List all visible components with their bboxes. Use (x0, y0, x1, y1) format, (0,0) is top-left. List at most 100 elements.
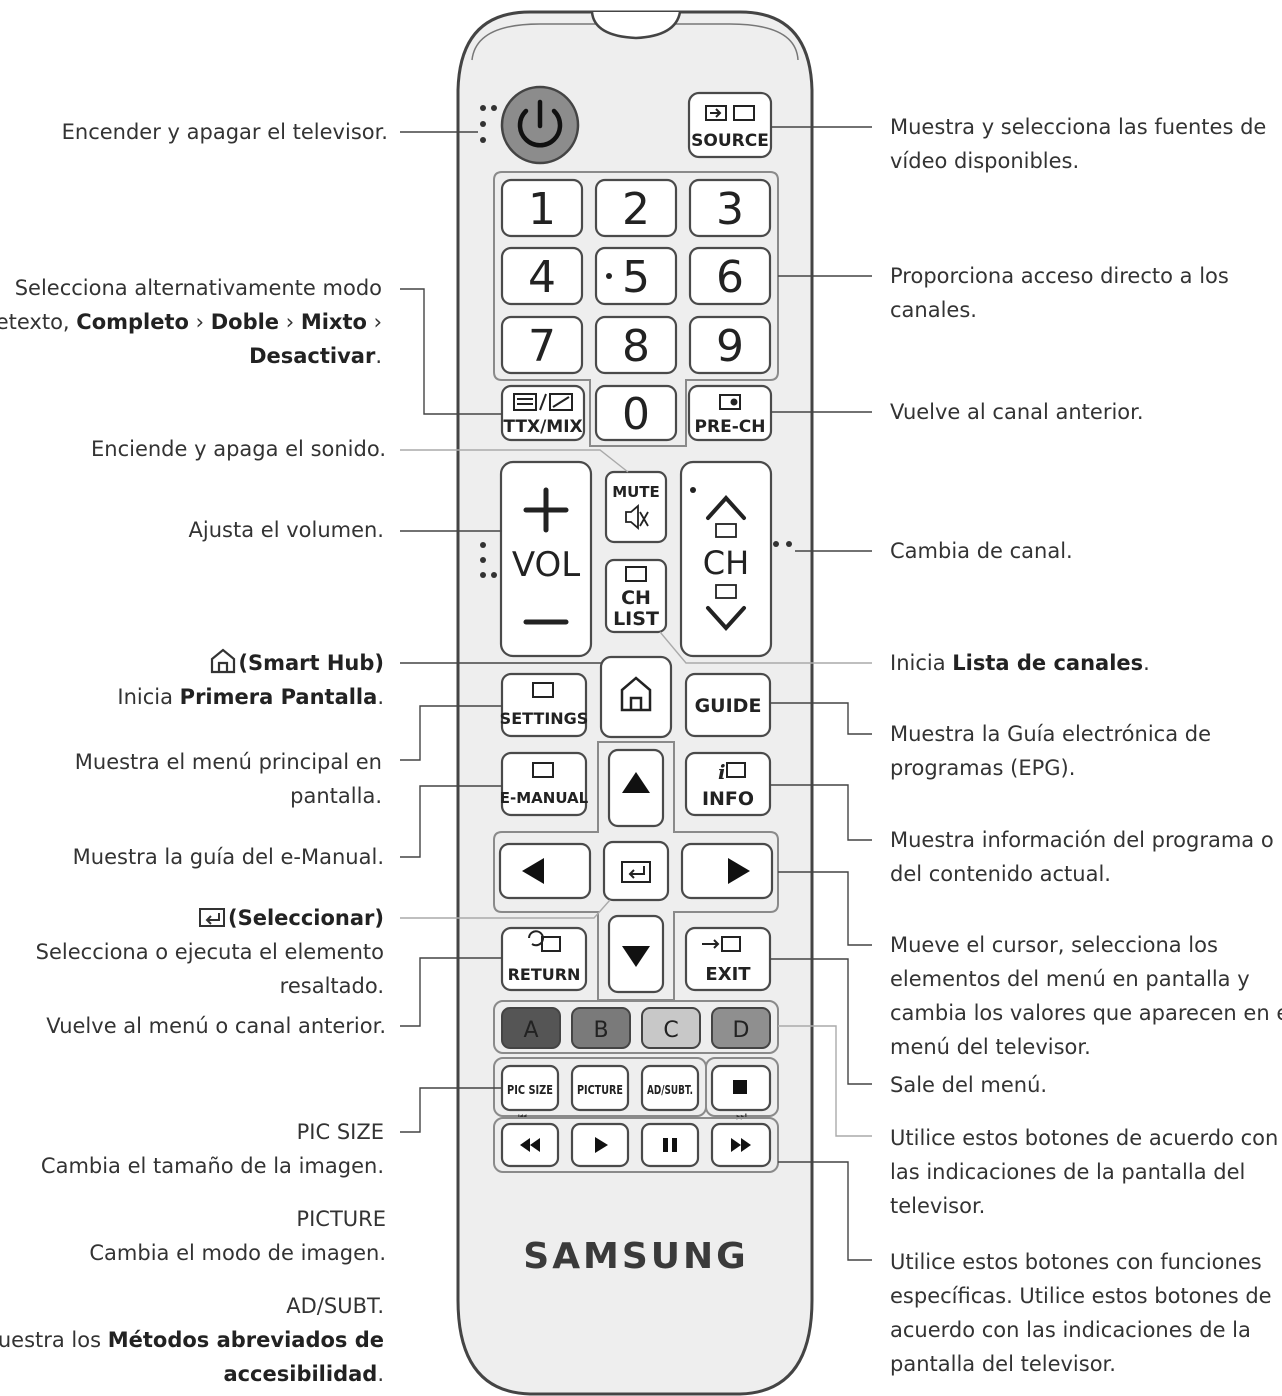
home-button[interactable] (599, 655, 673, 739)
number-8-button[interactable]: 8 (594, 315, 678, 375)
right-button[interactable] (680, 842, 774, 900)
mute-icon (625, 504, 649, 530)
play-button[interactable] (570, 1122, 630, 1168)
e-manual-button[interactable]: E-MANUAL (500, 751, 589, 817)
exit-icon (702, 936, 741, 952)
pic-size-button[interactable]: PIC SIZE (500, 1064, 560, 1112)
power-icon (517, 99, 563, 148)
ttx-mix-button[interactable]: TTX/MIX (500, 384, 586, 442)
ad-subt-button[interactable]: AD/SUBT. (640, 1064, 700, 1112)
label-settings: Muestra el menú principal en pantalla. (74, 750, 382, 808)
color-button-d[interactable]: D (711, 1007, 771, 1049)
number-4-button[interactable]: 4 (500, 246, 584, 306)
fast-forward-icon (731, 1138, 751, 1152)
left-button[interactable] (498, 842, 592, 900)
source-label: SOURCE (691, 131, 769, 151)
up-button[interactable] (607, 748, 665, 828)
label-media-buttons: Utilice estos botones con funciones espe… (890, 1250, 1272, 1376)
number-1-button[interactable]: 1 (500, 178, 584, 238)
play-icon (595, 1137, 608, 1153)
number-0-button[interactable]: 0 (594, 384, 678, 442)
e-manual-label: E-MANUAL (500, 789, 589, 807)
pre-ch-label: PRE-CH (695, 417, 766, 437)
pre-ch-button[interactable]: PRE-CH (687, 384, 773, 442)
stop-button[interactable] (710, 1064, 772, 1112)
channel-label: CH (703, 544, 749, 582)
channel-down-icon (706, 606, 746, 631)
stop-icon (733, 1080, 747, 1094)
number-3-label: 3 (716, 184, 744, 235)
return-button[interactable]: RETURN (500, 926, 588, 992)
channel-up-icon (706, 495, 746, 520)
label-guide: Muestra la Guía electrónica de programas… (890, 722, 1211, 780)
home-icon (211, 648, 236, 674)
select-button[interactable] (602, 840, 670, 902)
down-button[interactable] (607, 914, 665, 994)
exit-label: EXIT (705, 964, 751, 985)
info-label: INFO (702, 788, 754, 810)
leader-lines (400, 126, 872, 1261)
settings-label: SETTINGS (500, 709, 589, 728)
return-label: RETURN (508, 965, 581, 984)
number-pad-group (493, 171, 779, 447)
label-pre-ch: Vuelve al canal anterior. (890, 400, 1144, 424)
ch-list-button[interactable]: CH LIST (604, 558, 668, 634)
pause-button[interactable] (640, 1122, 700, 1168)
number-2-label: 2 (622, 184, 650, 235)
number-5-label: 5 (622, 252, 650, 303)
channel-rocker[interactable]: CH (679, 460, 773, 658)
color-button-b[interactable]: B (571, 1007, 631, 1049)
arrow-down-icon (622, 946, 650, 967)
mute-button[interactable]: MUTE (604, 470, 668, 544)
pause-icon (663, 1138, 677, 1152)
volume-label: VOL (512, 545, 580, 585)
source-button[interactable]: SOURCE (687, 91, 773, 159)
number-7-button[interactable]: 7 (500, 315, 584, 375)
color-button-a[interactable]: A (501, 1007, 561, 1049)
braille-dots-ch (773, 541, 792, 547)
arrow-up-icon (622, 772, 650, 793)
number-6-button[interactable]: 6 (688, 246, 772, 306)
number-2-button[interactable]: 2 (594, 178, 678, 238)
picture-label: PICTURE (577, 1083, 623, 1097)
settings-icon (532, 682, 554, 698)
exit-button[interactable]: EXIT (684, 926, 772, 992)
label-select: (Seleccionar) Selecciona o ejecuta el el… (35, 906, 384, 998)
label-mute: Enciende y apaga el sonido. (90, 437, 386, 461)
source-icon (705, 105, 755, 121)
label-return: Vuelve al menú o canal anterior. (46, 1014, 386, 1038)
color-button-c[interactable]: C (641, 1007, 701, 1049)
power-button[interactable] (500, 85, 580, 165)
volume-rocker[interactable]: VOL (499, 460, 593, 658)
brand-logo: SAMSUNG (523, 1236, 748, 1277)
ir-window (590, 11, 682, 40)
rewind-button[interactable] (500, 1122, 560, 1168)
picture-button[interactable]: PICTURE (570, 1064, 630, 1112)
fast-forward-button[interactable] (710, 1122, 772, 1168)
guide-button[interactable]: GUIDE (684, 672, 772, 738)
color-buttons-group (493, 1000, 779, 1054)
rewind-icon (520, 1138, 540, 1152)
pic-size-label: PIC SIZE (507, 1083, 553, 1097)
label-ch-list: Inicia Lista de canales. (890, 651, 1150, 675)
svg-text:⏭: ⏭ (736, 1109, 747, 1123)
select-icon (621, 861, 651, 883)
number-5-button[interactable]: 5 (594, 246, 678, 306)
color-button-c-label: C (663, 1018, 678, 1043)
label-ad-subt: AD/SUBT. Muestra los Métodos abreviados … (0, 1294, 384, 1386)
arrow-right-icon (728, 858, 750, 884)
number-3-button[interactable]: 3 (688, 178, 772, 238)
settings-button[interactable]: SETTINGS (500, 672, 589, 738)
ttx-mix-label: TTX/MIX (503, 417, 582, 437)
e-manual-icon (532, 762, 554, 778)
ad-subt-label: AD/SUBT. (647, 1083, 693, 1097)
info-button[interactable]: i INFO (684, 751, 772, 817)
number-9-button[interactable]: 9 (688, 315, 772, 375)
label-picture: PICTURE Cambia el modo de imagen. (89, 1207, 386, 1265)
volume-up-icon (523, 487, 569, 533)
guide-label: GUIDE (695, 695, 762, 717)
teletext-icon (513, 393, 573, 411)
number-6-label: 6 (716, 252, 744, 303)
